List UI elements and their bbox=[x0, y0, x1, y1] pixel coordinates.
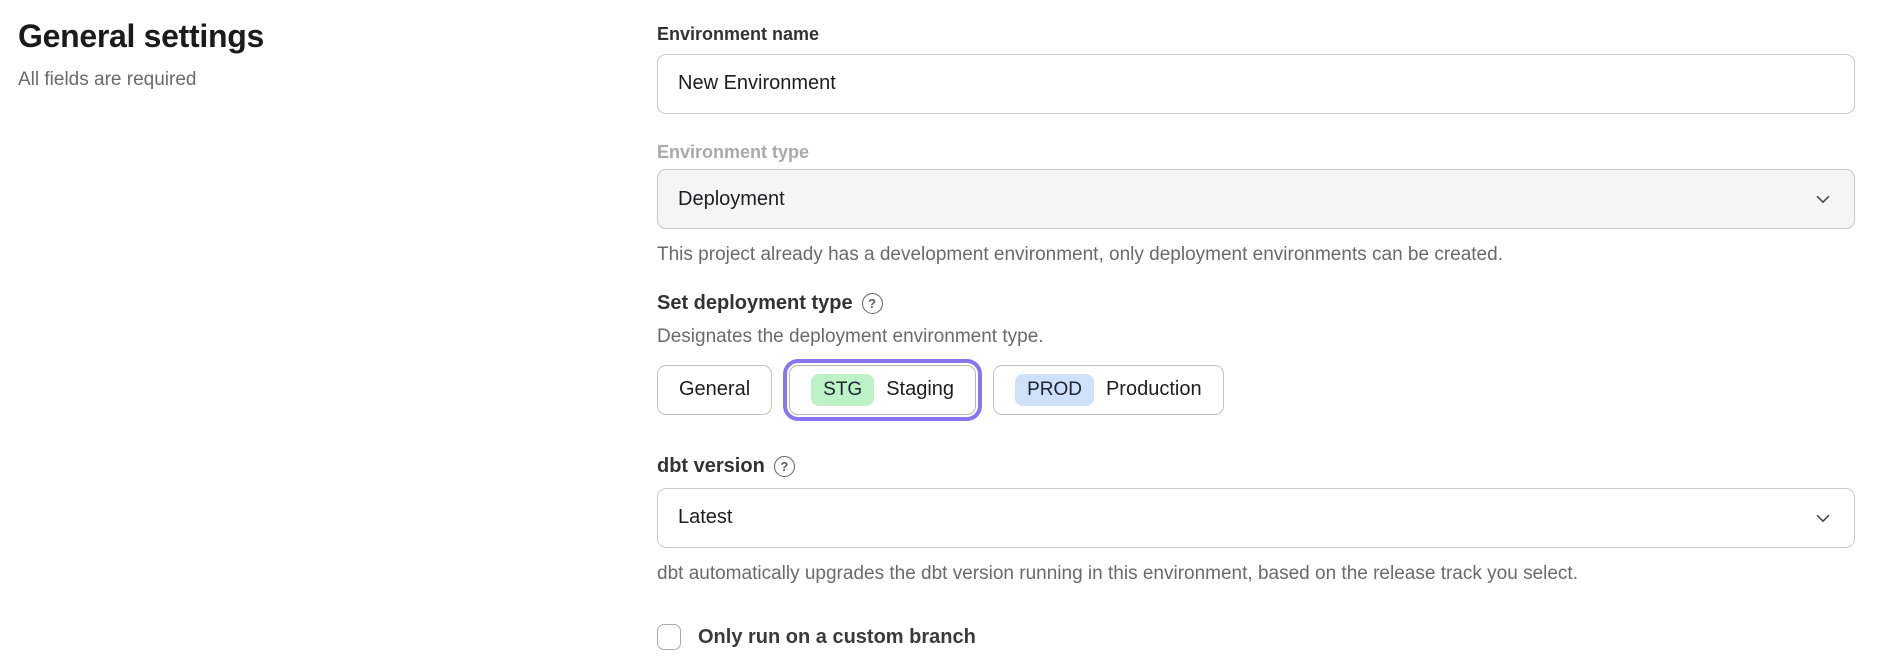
deployment-type-heading-text: Set deployment type bbox=[657, 291, 853, 314]
chevron-down-icon bbox=[1812, 507, 1834, 529]
dbt-version-heading-text: dbt version bbox=[657, 454, 765, 477]
environment-name-input[interactable] bbox=[657, 53, 1855, 114]
environment-type-select: Deployment bbox=[657, 169, 1855, 230]
custom-branch-row: Only run on a custom branch bbox=[657, 624, 1855, 651]
environment-form: Environment name Environment type Deploy… bbox=[657, 0, 1888, 651]
environment-type-value: Deployment bbox=[678, 187, 785, 210]
deployment-type-options: General STG Staging PROD Production bbox=[657, 364, 1855, 415]
custom-branch-label: Only run on a custom branch bbox=[698, 625, 976, 648]
chevron-down-icon bbox=[1812, 188, 1834, 210]
deployment-type-staging-label: Staging bbox=[886, 378, 955, 401]
custom-branch-checkbox[interactable] bbox=[657, 624, 681, 651]
dbt-version-select[interactable]: Latest bbox=[657, 487, 1855, 548]
deployment-type-general-label: General bbox=[679, 378, 751, 401]
dbt-version-helper: dbt automatically upgrades the dbt versi… bbox=[657, 562, 1578, 584]
environment-type-label: Environment type bbox=[657, 141, 810, 162]
dbt-version-heading: dbt version ? bbox=[657, 455, 1855, 478]
page-subtitle: All fields are required bbox=[18, 69, 197, 90]
deployment-type-production-button[interactable]: PROD Production bbox=[993, 364, 1224, 415]
deployment-type-production-label: Production bbox=[1105, 378, 1202, 401]
deployment-type-staging-button[interactable]: STG Staging bbox=[789, 364, 977, 415]
staging-badge: STG bbox=[811, 373, 875, 406]
dbt-version-value: Latest bbox=[678, 506, 733, 529]
deployment-type-helper: Designates the deployment environment ty… bbox=[657, 325, 1044, 347]
deployment-type-general-button[interactable]: General bbox=[657, 364, 773, 415]
production-badge: PROD bbox=[1015, 373, 1094, 406]
environment-type-helper: This project already has a development e… bbox=[657, 244, 1503, 266]
deployment-type-heading: Set deployment type ? bbox=[657, 292, 1855, 315]
help-icon[interactable]: ? bbox=[773, 455, 795, 477]
environment-name-label: Environment name bbox=[657, 24, 820, 44]
page-title: General settings bbox=[18, 18, 264, 54]
settings-header: General settings All fields are required bbox=[0, 0, 657, 650]
help-icon[interactable]: ? bbox=[861, 292, 883, 314]
